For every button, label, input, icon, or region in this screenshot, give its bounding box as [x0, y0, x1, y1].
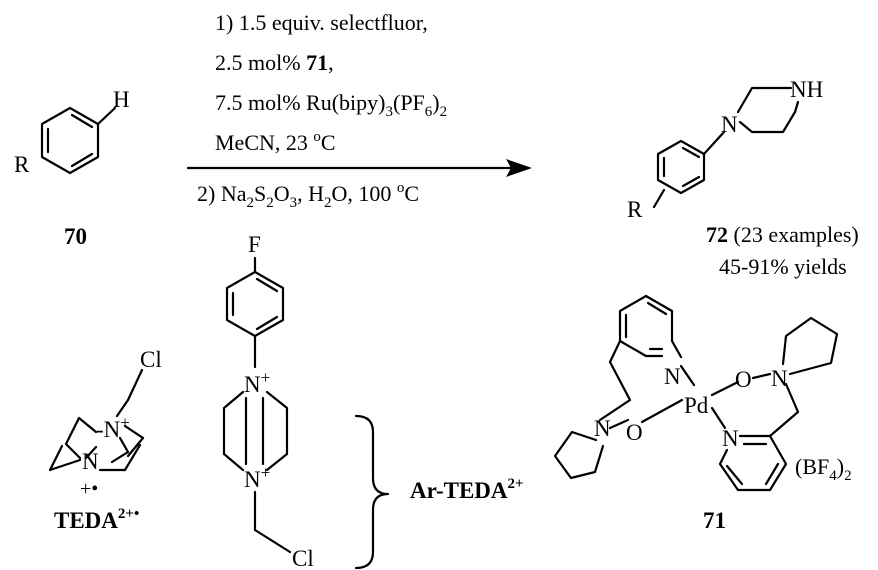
double-bond — [255, 315, 279, 331]
double-bond — [70, 152, 94, 168]
condition-line-1: 1) 1.5 equiv. selectfluor, — [215, 10, 428, 35]
atom-n-top: -N+ — [96, 413, 130, 442]
atom-n-pyr-top: N — [664, 364, 681, 389]
dabco-cage — [222, 390, 289, 472]
arrow-head — [506, 159, 532, 177]
condition-line-2: 2.5 mol% 71, — [215, 50, 334, 75]
atom-n-pyrrolidine-left: N — [594, 416, 611, 441]
ar-teda-structure: F N+ N+ Cl — [222, 232, 314, 570]
teda-label: TEDA2+• — [54, 506, 139, 533]
atom-n-pyr-bottom: N — [722, 426, 739, 451]
double-bond — [70, 113, 94, 129]
atom-o-left: O — [626, 420, 643, 445]
atom-cl: Cl — [140, 347, 162, 372]
ar-teda-label: Ar-TEDA2+ — [410, 476, 524, 503]
atom-n-pyrrolidine-right: N — [771, 366, 788, 391]
teda-structure: Cl -N+ N +• — [48, 347, 162, 500]
double-bond — [255, 277, 279, 293]
bond-aryl-n — [702, 130, 726, 156]
atom-n-bottom: N — [82, 449, 99, 474]
compound-71-structure: N N O Pd O N N — [553, 294, 839, 492]
atom-pd: Pd — [684, 393, 709, 418]
atom-o-right: O — [735, 367, 752, 392]
pyrrolidine-ring-left — [553, 430, 605, 480]
compound-70-label: 70 — [64, 224, 87, 249]
double-bond — [681, 146, 701, 159]
condition-line-4: MeCN, 23 oC — [215, 129, 336, 155]
atom-n: N — [721, 112, 738, 137]
condition-line-5: 2) Na2S2O3, H2O, 100 oC — [197, 180, 419, 211]
compound-70-structure: H R — [14, 87, 130, 177]
double-bond — [764, 462, 780, 486]
counterion-bf4: (BF4)2 — [795, 454, 852, 484]
yields-label: 45-91% yields — [719, 254, 847, 279]
atom-cl: Cl — [292, 546, 314, 570]
atom-n-plus-bottom: N+ — [244, 463, 270, 492]
compound-71-label: 71 — [703, 508, 726, 533]
teda-cage — [64, 416, 130, 464]
atom-n-plus-top: N+ — [244, 368, 270, 397]
double-bond — [646, 301, 668, 316]
radical-plus: +• — [80, 478, 98, 500]
double-bond — [681, 175, 701, 188]
benzene-ring-70 — [40, 106, 100, 175]
bond-to-h — [96, 106, 117, 126]
fluorophenyl-ring — [225, 270, 285, 338]
brace — [354, 414, 390, 570]
condition-line-3: 7.5 mol% Ru(bipy)3(PF6)2 — [215, 90, 447, 120]
pyrrolidine-ring-right — [781, 316, 839, 376]
atom-r: R — [14, 152, 30, 177]
atom-h: H — [113, 87, 130, 112]
atom-f: F — [248, 232, 261, 257]
double-bond — [725, 464, 744, 486]
atom-nh: NH — [790, 77, 823, 102]
compound-72-structure: R N NH — [627, 77, 823, 222]
piperazine-ring — [736, 86, 797, 134]
bond-to-r — [652, 188, 666, 209]
atom-r: R — [627, 197, 643, 222]
compound-72-label: 72 (23 examples) — [706, 222, 859, 247]
